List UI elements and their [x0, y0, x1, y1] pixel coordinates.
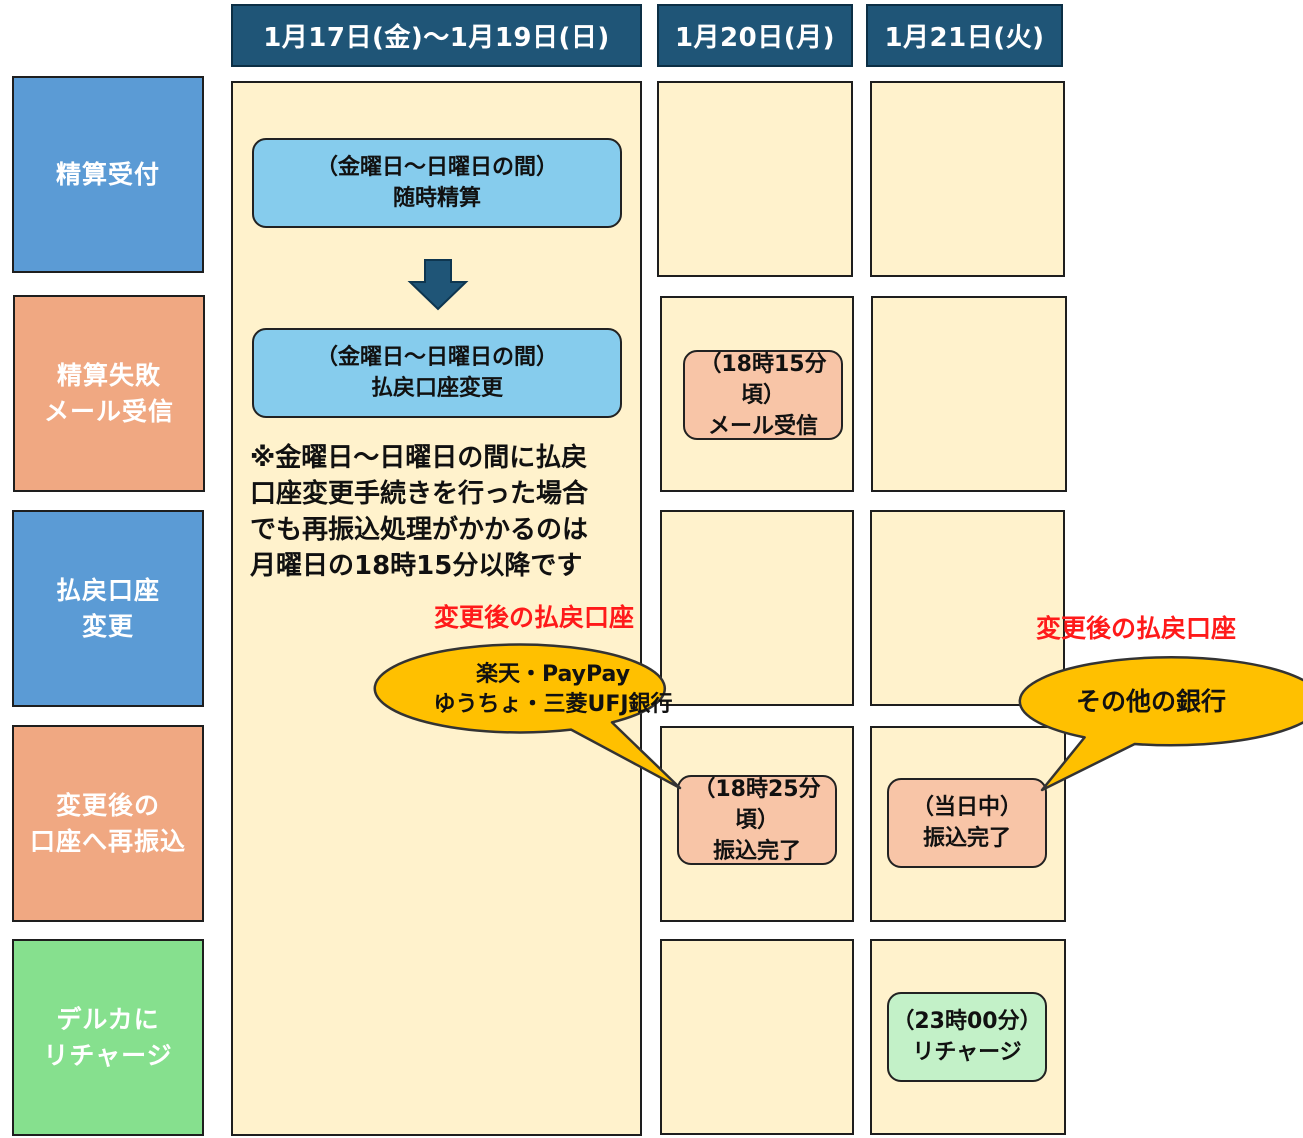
callout-right-label: 変更後の払戻口座	[1036, 614, 1237, 643]
transfer-complete-time-2: （当日中）	[911, 795, 1022, 820]
weekend-note: ※金曜日～日曜日の間に払戻 口座変更手続きを行った場合 でも再振込処理がかかるの…	[250, 443, 589, 581]
cell-col2-row5	[660, 939, 854, 1135]
column-weekend-panel	[231, 81, 642, 1136]
recharge-text: リチャージ	[912, 1040, 1022, 1065]
cell-col3-row1	[870, 81, 1065, 277]
row-label-refund-account-change: 払戻口座 変更	[12, 510, 204, 707]
settlement-accept-period: （金曜日～日曜日の間）	[315, 155, 558, 180]
recharge-time: （23時00分）	[892, 1009, 1042, 1034]
recharge-box: （23時00分） リチャージ	[887, 992, 1047, 1082]
header-col-3: 1月21日(火)	[866, 4, 1063, 67]
transfer-complete-box-major-banks: （18時25分頃） 振込完了	[677, 775, 837, 865]
header-col-2: 1月20日(月)	[657, 4, 853, 67]
header-col-1: 1月17日(金)～1月19日(日)	[231, 4, 642, 67]
cell-col2-row3	[660, 510, 854, 706]
callout-left-line-1: 楽天・PayPay	[475, 662, 631, 687]
transfer-complete-text-2: 振込完了	[922, 826, 1011, 851]
callout-right-text: その他の銀行	[1000, 656, 1302, 744]
row-label-recharge: デルカに リチャージ	[12, 939, 204, 1136]
transfer-complete-box-other-banks: （当日中） 振込完了	[887, 778, 1047, 868]
row-label-settlement-failure-mail: 精算失敗 メール受信	[13, 295, 205, 492]
callout-left-text: 楽天・PayPay ゆうちょ・三菱UFJ銀行	[408, 646, 698, 734]
callout-left-line-2: ゆうちょ・三菱UFJ銀行	[433, 692, 673, 717]
cell-col2-row1	[657, 81, 853, 277]
mail-received-time: （18時15分頃）	[699, 351, 827, 408]
row-label-retransfer: 変更後の 口座へ再振込	[12, 725, 204, 922]
transfer-complete-text-1: 振込完了	[712, 838, 801, 864]
settlement-accept-text: 随時精算	[392, 186, 481, 211]
account-change-period: （金曜日～日曜日の間）	[315, 345, 558, 370]
settlement-accept-box: （金曜日～日曜日の間） 随時精算	[252, 138, 622, 228]
mail-received-text: メール受信	[707, 413, 818, 439]
cell-col3-row2	[871, 296, 1067, 492]
row-label-settlement-accept: 精算受付	[12, 76, 204, 273]
account-change-box: （金曜日～日曜日の間） 払戻口座変更	[252, 328, 622, 418]
down-arrow-icon	[407, 259, 469, 311]
callout-right-line: その他の銀行	[1075, 687, 1226, 716]
mail-received-box: （18時15分頃） メール受信	[683, 350, 843, 440]
callout-left-label: 変更後の払戻口座	[434, 603, 635, 632]
account-change-text: 払戻口座変更	[370, 376, 503, 401]
transfer-complete-time-1: （18時25分頃）	[693, 776, 821, 833]
